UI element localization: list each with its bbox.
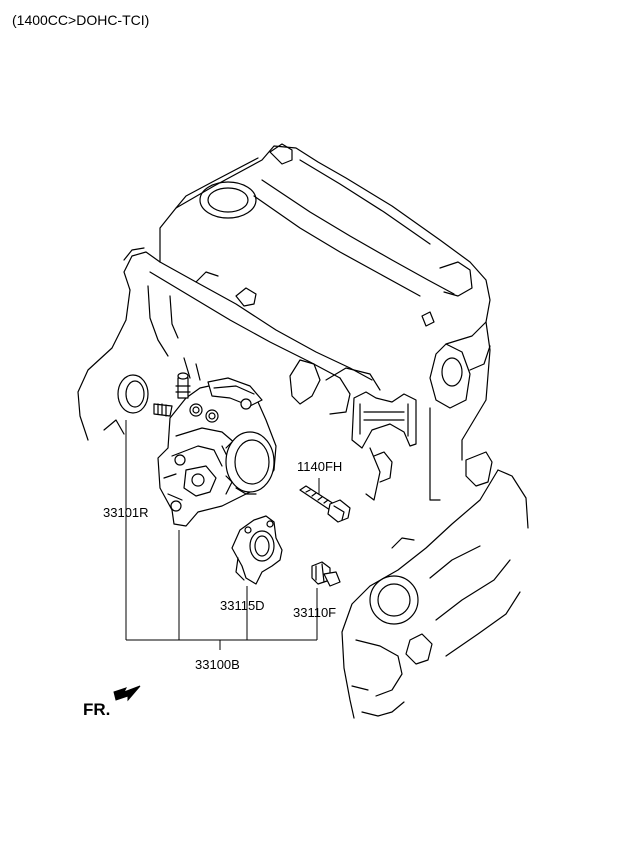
front-direction-arrow-icon bbox=[114, 686, 140, 700]
o-ring-part bbox=[118, 375, 148, 413]
part-label-1140fh: 1140FH bbox=[297, 459, 343, 474]
part-label-33115d: 33115D bbox=[220, 598, 265, 613]
leader-lines bbox=[126, 420, 319, 650]
engine-variant-header: (1400CC>DOHC-TCI) bbox=[12, 12, 150, 28]
fuel-pump-body bbox=[154, 373, 276, 526]
engine-block-outline bbox=[78, 144, 528, 718]
fitting-part bbox=[312, 562, 340, 586]
part-label-33101r: 33101R bbox=[103, 505, 149, 520]
bolt-part bbox=[300, 486, 350, 522]
part-label-33110f: 33110F bbox=[293, 605, 337, 620]
pump-adapter-part bbox=[232, 516, 282, 584]
front-direction-label: FR. bbox=[83, 700, 111, 719]
part-label-33100b: 33100B bbox=[195, 657, 240, 672]
